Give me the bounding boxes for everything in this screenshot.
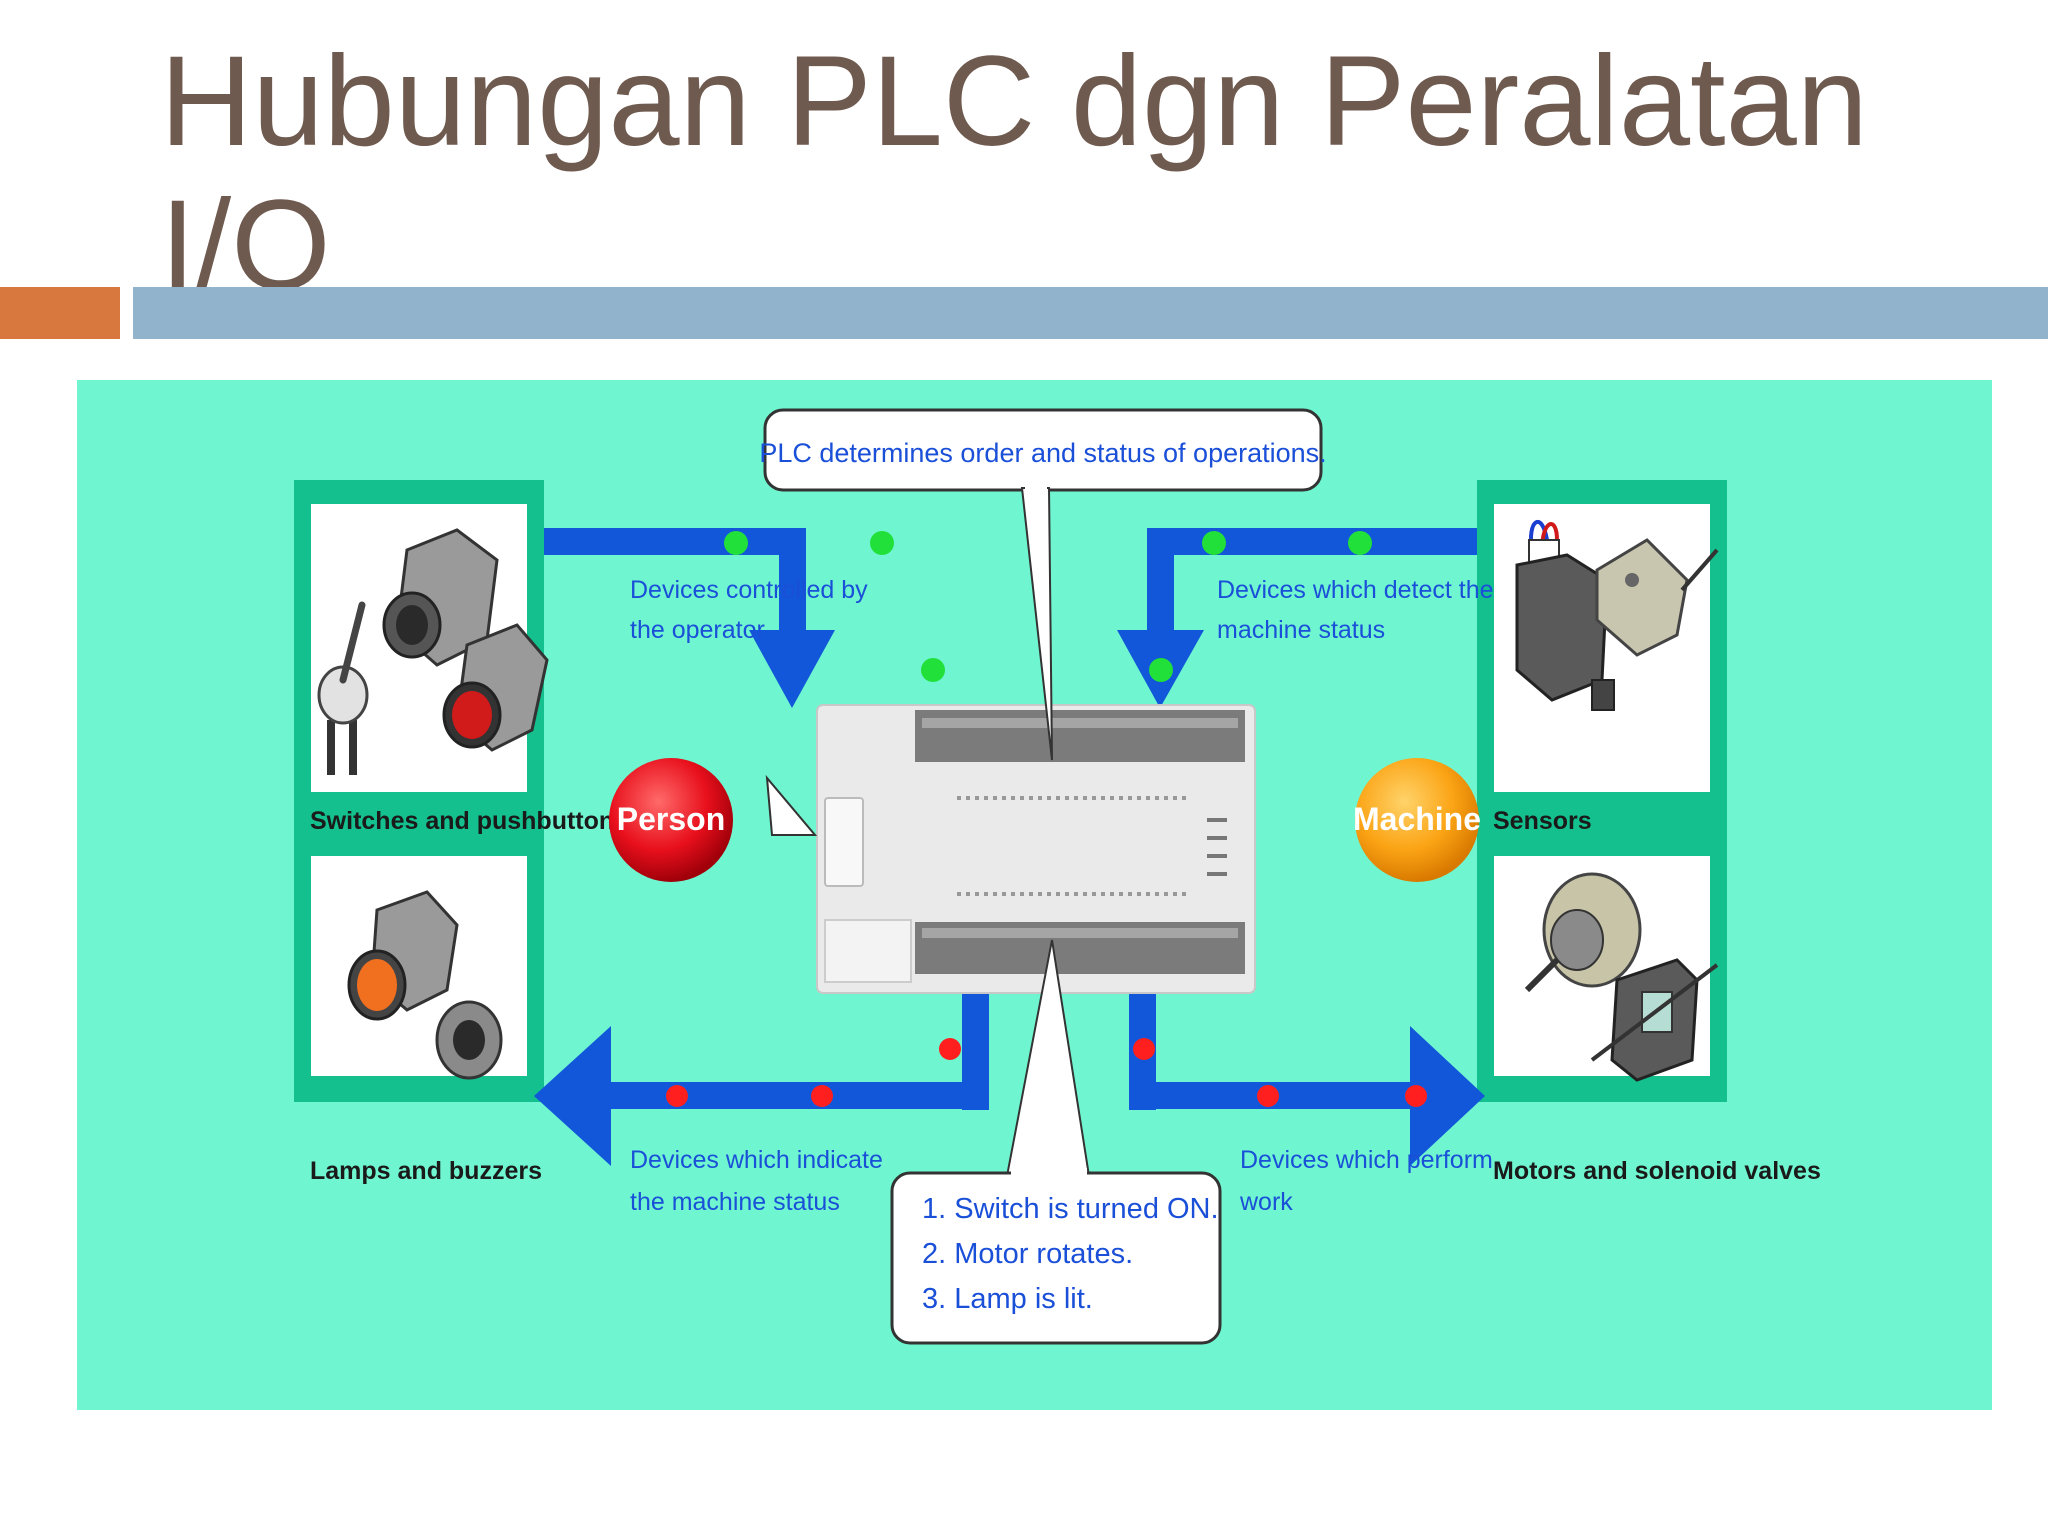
motors-valves-icon [1524,872,1719,1082]
person-label: Person [617,801,725,837]
sensors-icon [1515,519,1719,711]
output-flow-indicate-arrow [534,990,989,1166]
lamps-buzzers-label: Lamps and buzzers [310,1157,542,1185]
steps-callout: 1. Switch is turned ON. 2. Motor rotates… [890,939,1222,1345]
top-callout-text: PLC determines order and status of opera… [759,438,1326,468]
perform-work-label-line2: work [1239,1188,1293,1216]
plc-unit [816,704,1256,994]
machine-circle: Machine [1353,758,1481,882]
step-3: 3. Lamp is lit. [922,1283,1093,1315]
indicate-status-label-line1: Devices which indicate [630,1146,883,1174]
diagram-canvas: Switches and pushbuttons Lamps and buzze… [294,408,1821,1345]
lamps-buzzers-icon [347,890,503,1080]
plc-io-diagram: Switches and pushbuttons Lamps and buzze… [77,380,1992,1410]
title-divider-bar [133,287,2048,339]
operator-controlled-label-line1: Devices controlled by [630,576,868,604]
operator-controlled-label-line2: the operator [630,616,765,644]
indicate-status-label-line2: the machine status [630,1188,840,1216]
detect-status-label-line2: machine status [1217,616,1385,644]
switches-pushbuttons-icon [317,528,549,775]
machine-label: Machine [1353,801,1481,837]
top-callout: PLC determines order and status of opera… [759,408,1327,836]
input-signal-dots [724,531,1372,682]
switches-pushbuttons-label: Switches and pushbuttons [310,807,628,835]
slide-title: Hubungan PLC dgn Peralatan I/O [160,30,1868,317]
detect-status-label-line1: Devices which detect the [1217,576,1494,604]
title-accent-bar [0,287,120,339]
step-1: 1. Switch is turned ON. [922,1193,1219,1225]
motors-valves-label: Motors and solenoid valves [1493,1157,1821,1185]
step-2: 2. Motor rotates. [922,1238,1133,1270]
input-flow-operator-arrow [544,528,835,708]
perform-work-label-line1: Devices which perform [1240,1146,1493,1174]
person-circle: Person [609,758,733,882]
output-signal-dots [666,1038,1427,1107]
sensors-label: Sensors [1493,807,1592,835]
output-flow-perform-arrow [1129,990,1485,1166]
